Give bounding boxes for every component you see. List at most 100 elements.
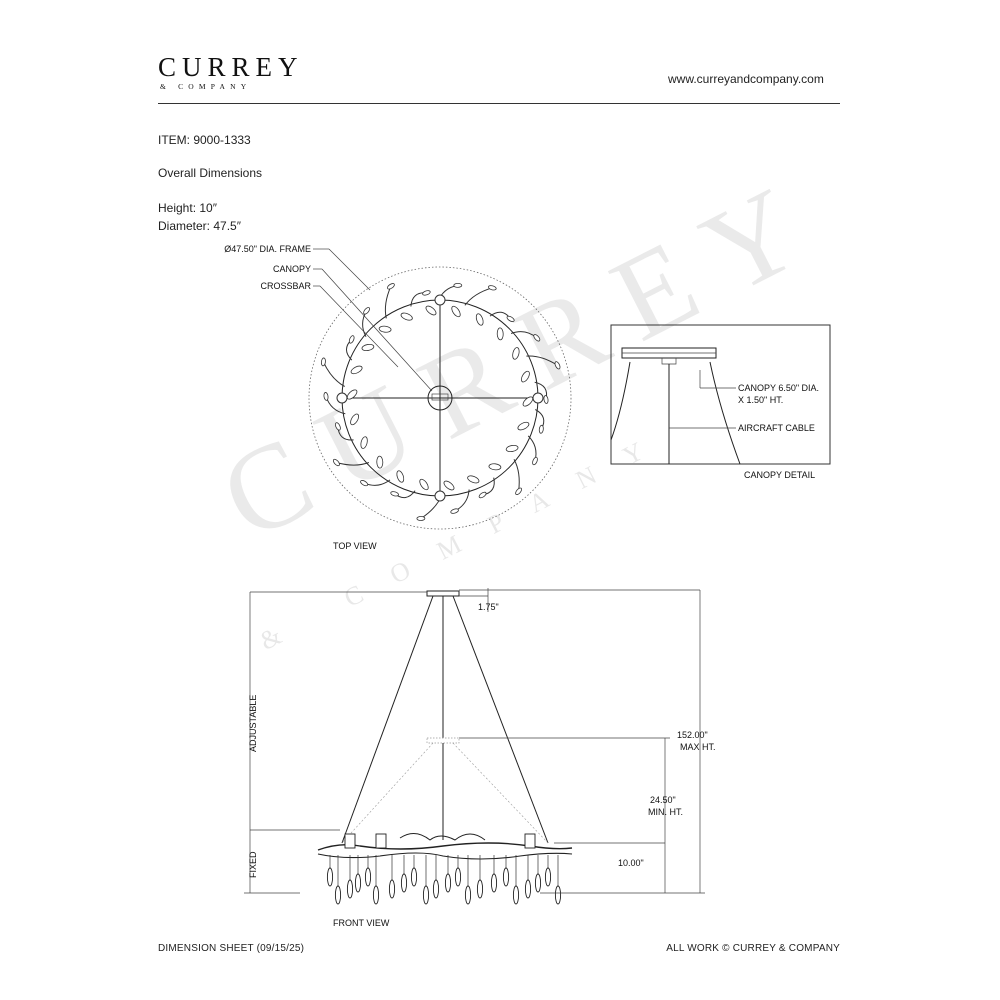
callout-crossbar-leader bbox=[319, 285, 399, 368]
fixed-label: FIXED bbox=[248, 851, 258, 878]
website-link[interactable]: www.curreyandcompany.com bbox=[668, 72, 824, 86]
canopy-detail-cable-left bbox=[610, 361, 631, 441]
crystal-drop bbox=[512, 885, 520, 905]
crystal-drop bbox=[554, 361, 561, 370]
leaf bbox=[350, 365, 363, 375]
branch-stem bbox=[336, 462, 370, 466]
leaf bbox=[376, 455, 384, 469]
leaf bbox=[350, 413, 360, 426]
branch-stem bbox=[513, 458, 520, 492]
aircraft-cable-label: AIRCRAFT CABLE bbox=[738, 423, 815, 433]
top-view-title: TOP VIEW bbox=[333, 541, 377, 551]
crystal-drop bbox=[488, 285, 497, 291]
crystal-drop bbox=[502, 867, 510, 887]
front-cable-right bbox=[452, 595, 549, 844]
crystal-drop bbox=[346, 879, 354, 899]
canopy-spec-line1: CANOPY 6.50" DIA. bbox=[738, 383, 819, 393]
crystal-drop bbox=[444, 873, 452, 893]
callout-crossbar-label: CROSSBAR bbox=[260, 281, 311, 291]
leaf bbox=[505, 444, 519, 453]
crystal-drop bbox=[464, 885, 472, 905]
fixture-branch-swirl bbox=[399, 833, 486, 841]
branch-stem bbox=[322, 361, 345, 387]
fixture-socket bbox=[375, 833, 387, 849]
front-fixture bbox=[317, 833, 573, 905]
canopy-detail: CANOPY 6.50" DIA. X 1.50" HT. AIRCRAFT C… bbox=[610, 324, 831, 480]
leaf bbox=[512, 347, 520, 360]
front-view: ADJUSTABLE FIXED 1.75" 152.00" MAX HT. 2… bbox=[244, 588, 716, 928]
crystal-drop bbox=[387, 283, 395, 290]
height-value: Height: 10″ bbox=[158, 201, 217, 215]
frame-branches bbox=[320, 282, 561, 521]
canopy-detail-title: CANOPY DETAIL bbox=[744, 470, 815, 480]
crystal-drop bbox=[478, 491, 487, 499]
top-view-canopy bbox=[427, 385, 453, 411]
crystal-drop bbox=[372, 885, 380, 905]
branch-stem bbox=[464, 287, 493, 306]
brand-logo: CURREY bbox=[158, 52, 304, 82]
crystal-drop bbox=[450, 508, 459, 514]
min-height-label: MIN. HT. bbox=[648, 807, 683, 817]
crystal-drop bbox=[390, 491, 399, 497]
crystal-drop bbox=[332, 458, 340, 467]
top-view: Ø47.50" DIA. FRAME CANOPY CROSSBAR TOP V… bbox=[224, 244, 572, 551]
leaf bbox=[496, 327, 504, 341]
adjustable-label: ADJUSTABLE bbox=[248, 695, 258, 752]
callout-canopy-leader bbox=[321, 268, 433, 392]
fixture-ring-bottom bbox=[317, 852, 573, 860]
crystal-drop bbox=[360, 480, 369, 487]
min-height-value: 24.50" bbox=[650, 795, 676, 805]
crystal-drop bbox=[388, 879, 396, 899]
leaf bbox=[400, 312, 413, 321]
arm-hub bbox=[434, 294, 446, 306]
section-title: Overall Dimensions bbox=[158, 166, 263, 180]
front-canopy-min bbox=[426, 737, 460, 744]
canopy-height-value: 1.75" bbox=[478, 602, 499, 612]
crystal-drop bbox=[490, 873, 498, 893]
item-number: ITEM: 9000-1333 bbox=[158, 133, 251, 147]
leaf bbox=[396, 470, 405, 483]
front-cable-left-min bbox=[341, 742, 434, 844]
max-height-label: MAX HT. bbox=[680, 742, 716, 752]
leaf bbox=[425, 305, 437, 316]
canopy-spec-line2: X 1.50" HT. bbox=[738, 395, 783, 405]
leaf bbox=[361, 343, 375, 352]
max-height-value: 152.00" bbox=[677, 730, 708, 740]
callout-frame-label: Ø47.50" DIA. FRAME bbox=[224, 244, 311, 254]
leaf bbox=[520, 370, 530, 383]
leaf bbox=[419, 478, 429, 491]
leaf bbox=[488, 463, 502, 471]
canopy-detail-hook bbox=[661, 358, 677, 365]
front-view-title: FRONT VIEW bbox=[333, 918, 390, 928]
diameter-value: Diameter: 47.5″ bbox=[158, 219, 241, 233]
callout-frame-leader bbox=[328, 248, 371, 291]
crystal-drop bbox=[323, 392, 329, 401]
crystal-drop bbox=[400, 873, 408, 893]
crystal-drop bbox=[453, 282, 463, 288]
crystal-drop bbox=[533, 334, 541, 342]
leaf bbox=[443, 480, 455, 491]
crystal-drop bbox=[532, 456, 538, 466]
arm-hub bbox=[336, 392, 348, 404]
leaf bbox=[346, 389, 358, 400]
crystal-drop bbox=[524, 879, 532, 899]
leaf bbox=[475, 313, 484, 326]
crystal-drop bbox=[515, 487, 522, 496]
header-divider bbox=[158, 103, 840, 104]
crystal-drop bbox=[534, 873, 542, 893]
crystal-drop bbox=[354, 873, 362, 893]
leaf bbox=[378, 325, 392, 333]
crystal-drop bbox=[454, 867, 462, 887]
crystal-drop bbox=[326, 867, 334, 887]
crystal-drop bbox=[422, 885, 430, 905]
crystal-drop bbox=[506, 315, 515, 322]
arm-hub bbox=[434, 490, 446, 502]
leaf bbox=[451, 305, 461, 318]
crystal-drop bbox=[416, 516, 426, 521]
crystal-drop bbox=[476, 879, 484, 899]
front-cable-left bbox=[341, 595, 434, 844]
canopy-detail-frame bbox=[610, 324, 831, 465]
crystal-drop bbox=[348, 335, 355, 344]
front-cable-right-min bbox=[452, 742, 549, 844]
